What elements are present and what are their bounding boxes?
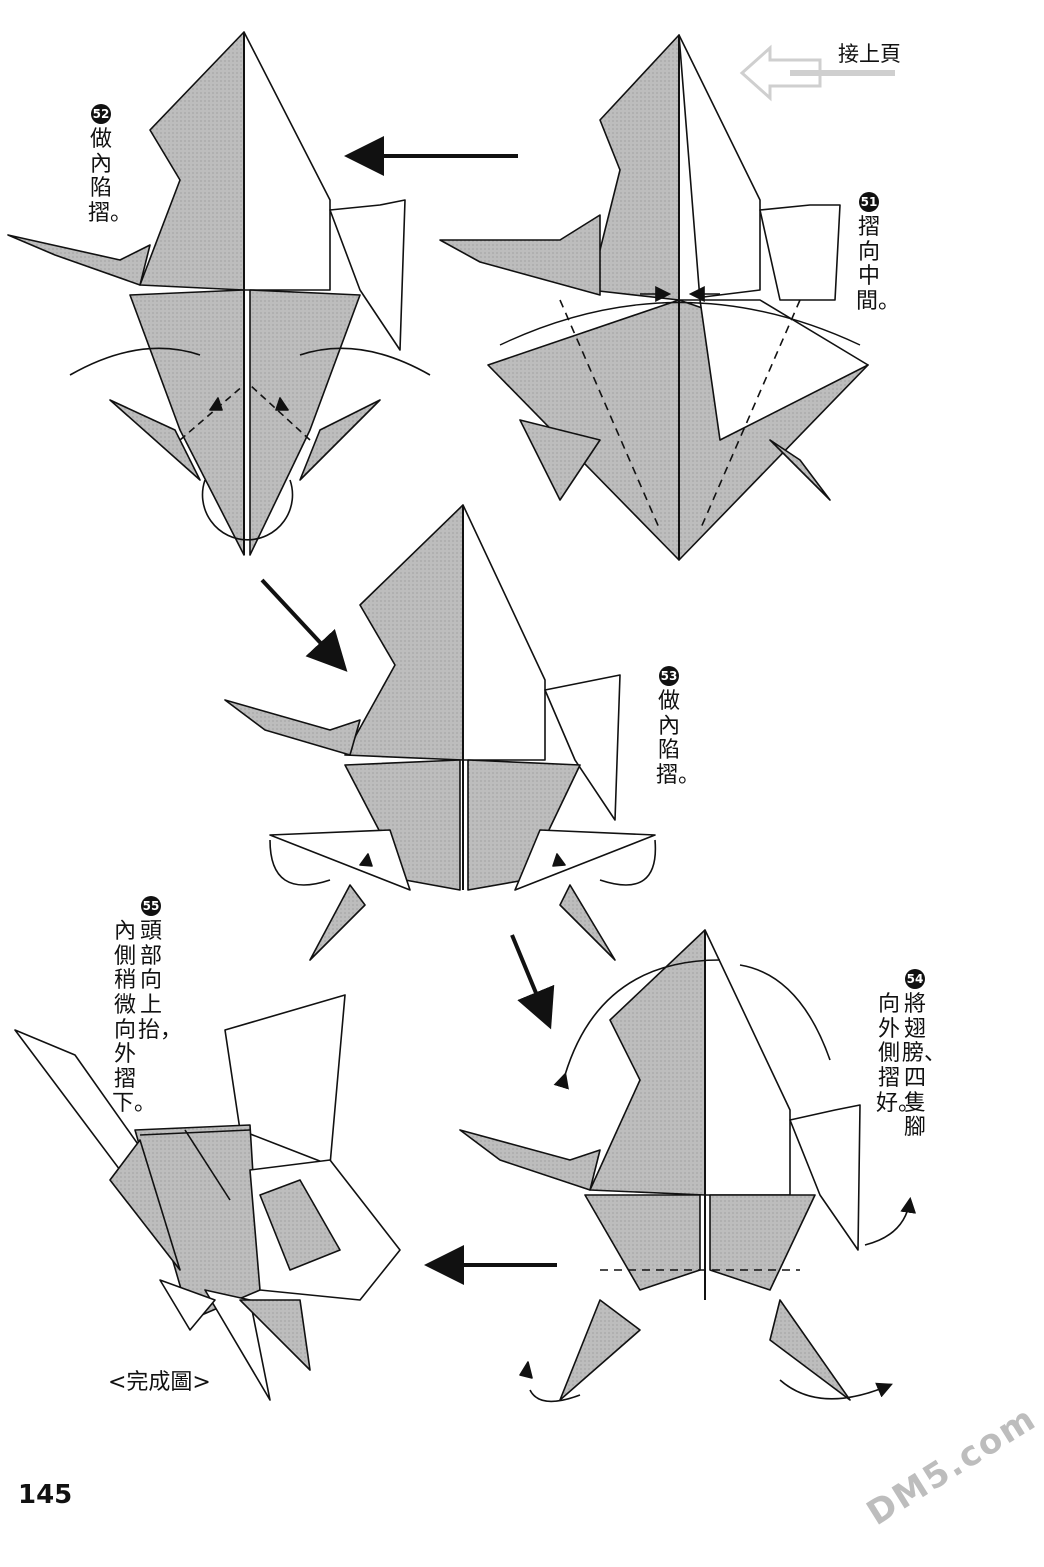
step-52-number: 52 [91, 104, 111, 124]
continuation-label: 接上頁 [838, 42, 901, 66]
step-51-text: 摺向中間。 [856, 215, 901, 314]
figure-step-54 [459, 929, 917, 1403]
step-54-label: 向外側摺好。 54 將翅膀、四隻腳 [876, 965, 947, 1141]
step-54-number: 54 [905, 969, 925, 989]
page-number: 145 [18, 1480, 73, 1510]
arrow-53-to-54 [510, 934, 555, 1030]
completed-figure-label: <完成圖> [108, 1370, 211, 1395]
figure-step-53 [224, 504, 657, 961]
step-55-label: 內側稍微向外摺下。 55 頭部向上抬， [112, 892, 183, 1117]
continuation-arrow [739, 44, 895, 102]
step-52-label: 52 做內陷摺。 [88, 100, 133, 227]
step-52-text: 做內陷摺。 [88, 127, 133, 226]
step-53-label: 53 做內陷摺。 [656, 662, 701, 789]
step-53-number: 53 [659, 666, 679, 686]
step-53-text: 做內陷摺。 [656, 689, 701, 788]
arrow-52-to-53 [260, 578, 348, 672]
step-55-text-col-2: 內側稍微向外摺下。 [112, 919, 157, 1117]
step-55-number: 55 [141, 896, 161, 916]
step-51-number: 51 [859, 192, 879, 212]
figure-step-55 [14, 994, 401, 1401]
figure-step-51 [439, 34, 869, 561]
step-54-text-col-1: 將翅膀、四隻腳 [902, 992, 947, 1141]
origami-diagrams [7, 31, 917, 1403]
step-54-text-col-2: 向外側摺好。 [876, 992, 921, 1116]
origami-instruction-page: 接上頁 51 摺向中間。 52 做內陷摺。 53 做內陷摺。 向外側摺好。 54 將翅膀、… [7, 31, 1044, 1534]
step-55-text-col-1: 頭部向上抬， [138, 919, 183, 1043]
figure-step-52 [7, 31, 431, 556]
step-51-label: 51 摺向中間。 [856, 188, 901, 315]
